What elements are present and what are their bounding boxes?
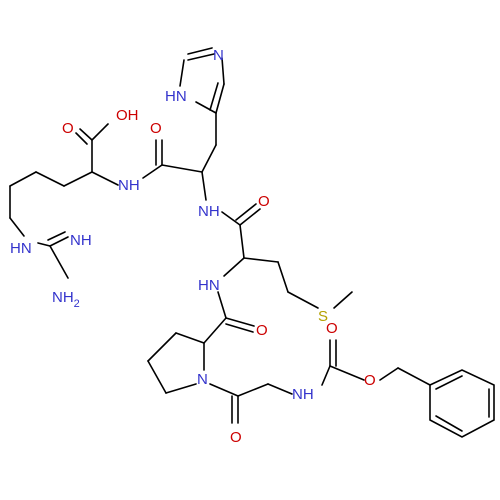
bond [235,203,257,221]
atom-label-sulfur: S [318,308,328,325]
bond [47,231,66,241]
atom-labels: OH O O O O O O O NH NH HN NH N HN N S NH… [10,47,376,446]
atom-label-oxygen: O [326,320,338,337]
atom-label-oxygen: O [256,322,268,339]
atom-label-amide-nh: NH [118,177,140,194]
bond [187,53,215,61]
bond [225,317,255,327]
atom-label-oxygen: O [230,429,242,446]
bond [147,332,177,362]
bond [287,291,319,309]
bond [91,171,119,186]
bond [147,360,167,394]
bond [179,59,185,87]
atom-label-guanidine-link-nh: HN [10,240,32,257]
atom-label-nh-text: NH [52,289,74,306]
bond [142,164,163,179]
bond [237,383,269,397]
bond [187,47,213,55]
bond [203,317,227,344]
bond [221,211,241,226]
bond [165,383,197,394]
atom-label-amide-nh: NH [292,386,314,403]
atom-label-amide-nh: NH [198,203,220,220]
bond [397,367,431,386]
atom-label-guanidine-nh2: NH2 [52,289,80,310]
atom-label-subscript: 2 [74,298,80,310]
bond [239,208,261,226]
atom-label-imidazole-nh: HN [165,88,187,105]
bond [209,82,219,111]
bond [175,332,205,344]
atom-label-proline-n: N [197,371,208,388]
bond [239,224,245,259]
bond [37,242,51,247]
bond [243,257,279,263]
bond [209,383,239,397]
atom-label-oxygen: O [62,120,74,137]
bond [201,144,217,173]
bond [195,101,217,114]
bond [215,83,225,114]
bond [267,383,293,395]
atom-label-oxygen: O [258,193,270,210]
benzene-ring [429,369,495,438]
atom-label-guanidine-nh: NH [70,232,92,249]
atom-label-amide-nh: HN [198,277,220,294]
atom-label-oxygen: O [150,120,162,137]
bond [223,257,245,277]
bond [435,415,463,432]
bond [379,367,399,381]
bond [277,261,289,293]
bond [49,236,69,247]
bond [333,291,353,309]
bond [49,245,69,279]
bond [201,171,207,201]
bond [9,217,25,237]
bond [435,375,463,390]
bond [9,171,37,187]
bond [35,171,65,187]
bond [75,132,88,145]
bond [161,164,203,173]
bond [91,123,109,141]
bond [225,323,254,333]
bond [221,57,225,85]
bond [321,365,331,386]
bonds [9,47,495,438]
bond [217,291,227,319]
bond [329,365,365,381]
atom-label-imidazole-n: N [213,47,224,64]
bond [79,128,93,141]
atom-label-oxygen: O [364,372,376,389]
bond [63,171,93,187]
atom-label-hydroxyl: OH [116,107,139,124]
